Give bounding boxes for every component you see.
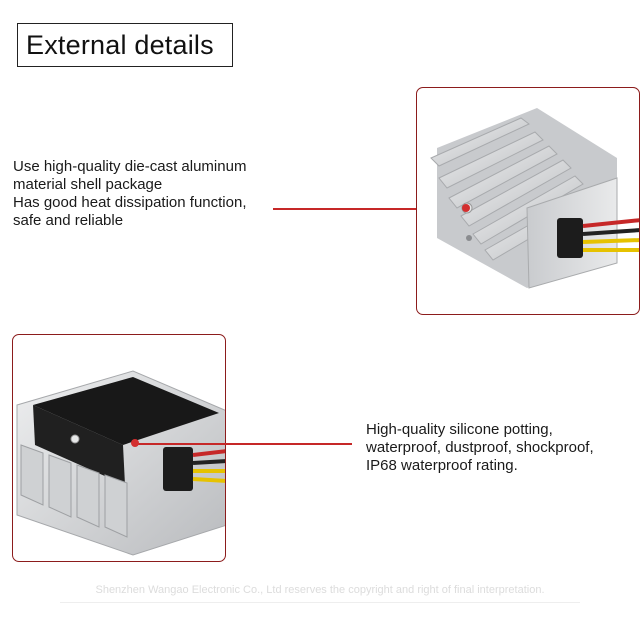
description-line: material shell package <box>13 176 163 193</box>
callout-dot-potting <box>131 439 139 447</box>
copyright-watermark: Shenzhen Wangao Electronic Co., Ltd rese… <box>95 584 545 596</box>
description-line: High-quality silicone potting, <box>366 421 553 438</box>
callout-dot-heatsink <box>462 204 470 212</box>
heatsink-photo-frame <box>416 87 640 315</box>
potting-description: High-quality silicone potting, waterproo… <box>366 421 636 475</box>
heatsink-description: Use high-quality die-cast aluminum mater… <box>13 158 275 230</box>
aluminum-heatsink-image <box>430 108 639 289</box>
potting-photo-frame <box>12 334 226 562</box>
watermark-divider <box>60 602 580 603</box>
description-line: IP68 waterproof rating. <box>366 457 518 474</box>
callout-line-heatsink <box>273 208 467 210</box>
silicone-potting-image <box>16 370 225 556</box>
section-title: External details <box>17 23 233 67</box>
description-line: Use high-quality die-cast aluminum <box>13 158 247 175</box>
description-line: Has good heat dissipation function, <box>13 194 247 211</box>
callout-line-potting <box>134 443 352 445</box>
description-line: safe and reliable <box>13 212 124 229</box>
description-line: waterproof, dustproof, shockproof, <box>366 439 594 456</box>
